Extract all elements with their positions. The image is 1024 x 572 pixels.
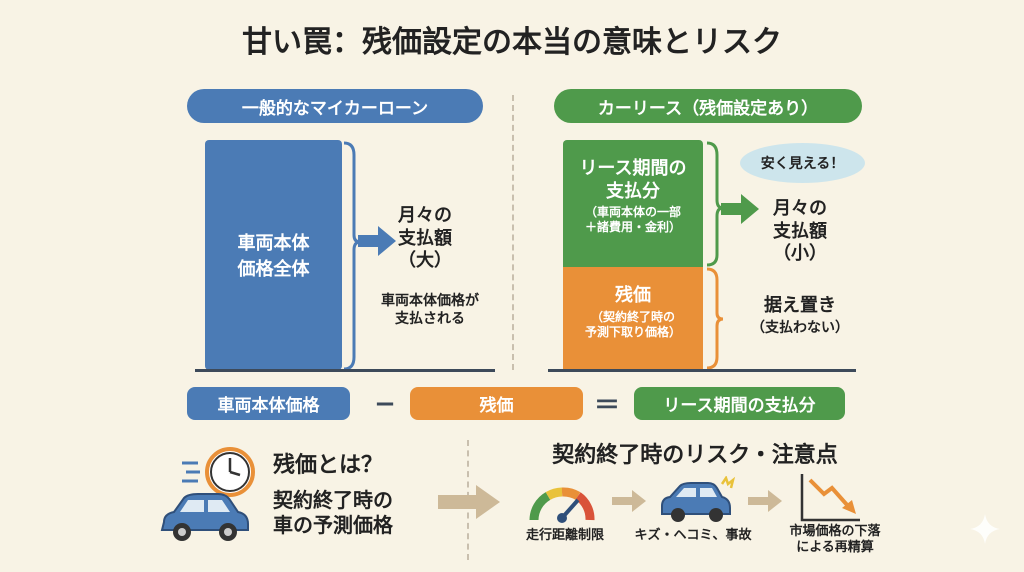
residual-title: 残価	[615, 285, 651, 306]
risk-mileage: 走行距離制限	[525, 528, 604, 543]
monthly-payment-large: 月々の 支払額 （大）	[398, 205, 452, 271]
eq-residual: 残価	[410, 387, 583, 420]
risk-damage: キズ・ヘコミ、事故	[634, 528, 752, 543]
monthly-payment-small: 月々の 支払額 （小）	[773, 198, 827, 264]
definition-answer: 契約終了時の 車の予測価格	[273, 488, 393, 537]
deferred-label: 据え置き	[764, 295, 836, 316]
brace-arrow-icon	[706, 141, 759, 370]
divider	[512, 95, 514, 370]
brace-arrow-icon	[343, 141, 396, 371]
lease-sub: （車両本体の一部 ＋諸費用・金利）	[584, 205, 681, 234]
loan-note: 車両本体価格が 支払される	[381, 293, 479, 327]
arrow-right-icon	[748, 490, 782, 512]
residual-box: 残価 （契約終了時の 予測下取り価格）	[563, 267, 703, 370]
definition-question: 残価とは？	[273, 453, 384, 478]
lease-header: カーリース（残価設定あり）	[554, 89, 862, 123]
minus-sign: −	[374, 388, 396, 419]
declining-chart-icon	[800, 474, 860, 522]
loan-header: 一般的なマイカーローン	[187, 89, 483, 123]
equals-sign: ＝	[593, 391, 620, 421]
risks-title: 契約終了時のリスク・注意点	[552, 443, 838, 468]
car-icon	[160, 493, 249, 541]
eq-lease-payment: リース期間の支払分	[634, 387, 845, 420]
clock-icon	[182, 447, 255, 497]
speedometer-icon	[529, 487, 595, 523]
speech-bubble: 安く見える！	[740, 143, 865, 183]
damaged-car-icon	[661, 476, 736, 522]
arrow-right-icon	[612, 490, 646, 512]
sparkle-icon	[970, 514, 1000, 544]
deferred-sub: （支払わない）	[751, 320, 849, 336]
lease-payment-box: リース期間の 支払分 （車両本体の一部 ＋諸費用・金利）	[563, 140, 703, 267]
baseline-left	[195, 369, 495, 372]
residual-sub: （契約終了時の 予測下取り価格）	[584, 309, 681, 339]
vehicle-price-box: 車両本体 価格全体	[205, 140, 342, 370]
eq-vehicle-price: 車両本体価格	[187, 387, 350, 420]
baseline-right	[548, 369, 856, 372]
risk-market: 市場価格の下落 による再精算	[789, 524, 881, 556]
page-title: 甘い罠：残価設定の本当の意味とリスク	[242, 25, 782, 60]
arrow-right-icon	[438, 485, 500, 519]
lease-title: リース期間の 支払分	[579, 158, 687, 202]
